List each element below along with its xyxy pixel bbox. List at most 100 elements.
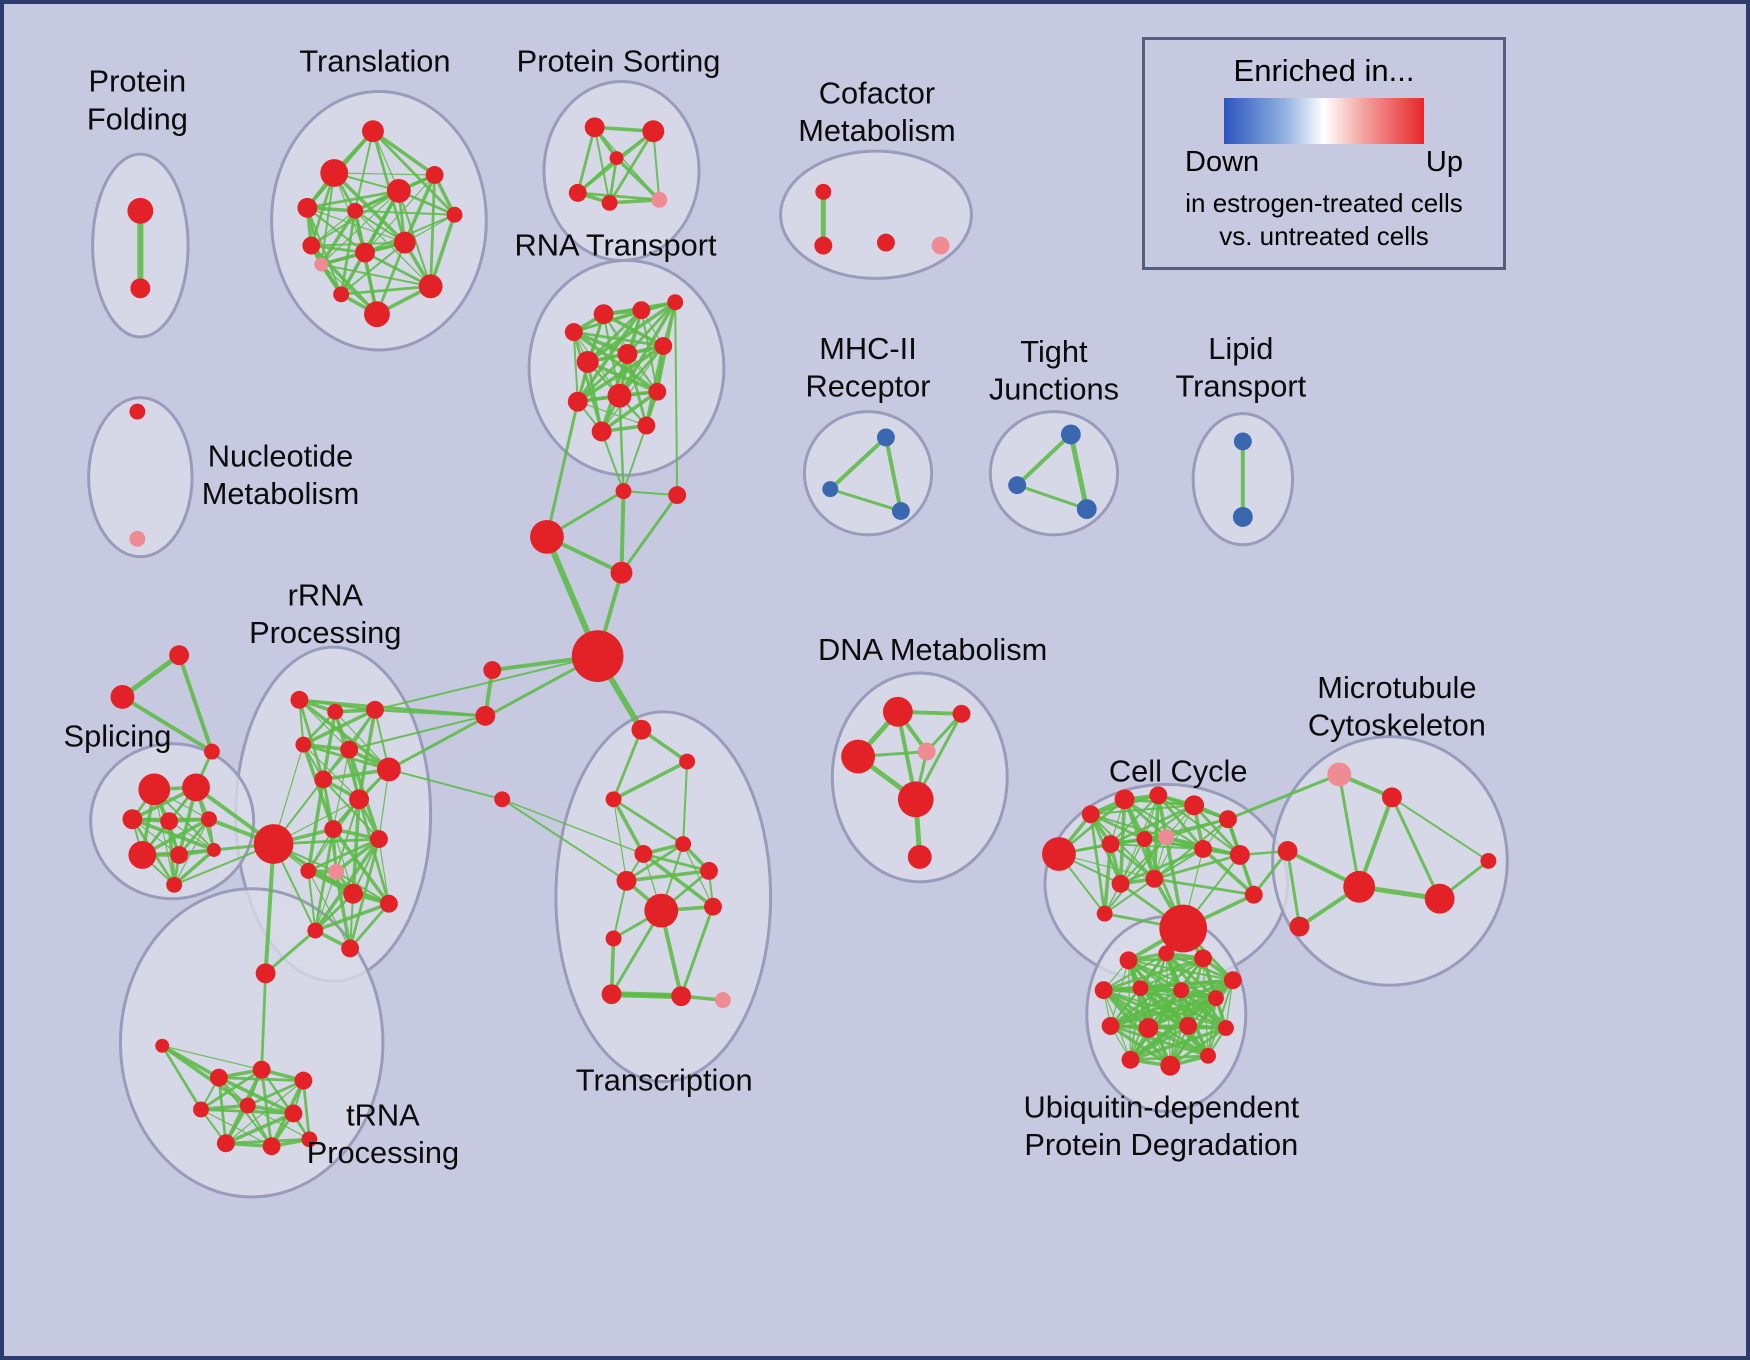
node-mh2 [822,481,839,498]
node-t6 [425,166,444,184]
edge-u8-u9 [1108,996,1218,1028]
cluster-label-translation: Translation [299,44,450,79]
edge-ps1-ps3 [576,125,597,195]
node-hub [571,630,624,682]
node-a2 [110,684,135,709]
node-u5 [1094,981,1113,1000]
edge-t3-t14 [306,206,343,296]
edge-t3-t11 [306,207,406,244]
edge-t3-t5 [305,189,401,210]
cluster-label-rna-transport: RNA Transport [515,228,717,263]
edge-u2-u5 [1102,952,1168,992]
edge-tj1-tj2 [1015,432,1073,488]
edge-cc6-cc9 [1165,818,1229,839]
node-mh1 [876,428,895,447]
node-cc2 [1081,805,1100,824]
node-cc1 [1042,837,1076,871]
edge-cc9-cc16 [1103,836,1168,915]
edge-rr16-tr1 [264,929,317,975]
edge-c7-tc4 [501,798,645,855]
edge-r10-r11 [599,389,660,434]
node-rr2 [290,690,309,709]
legend-down-label: Down [1185,146,1260,178]
node-a1 [169,645,190,666]
edge-m2-m7 [1390,796,1490,862]
node-rr4 [366,700,384,719]
node-rr6 [340,740,359,759]
edge-t6-t10 [364,174,436,254]
node-cc15 [1244,885,1263,904]
node-c6 [475,705,496,726]
node-ps2 [642,120,665,143]
node-m5 [1424,883,1455,914]
edge-tr1-tr3 [260,971,267,1072]
edge-r7-r11 [601,345,664,433]
edge-rr7-c7 [387,768,504,801]
edge-u7-u9 [1109,988,1183,1028]
node-n1 [129,403,146,420]
edge-c1-c4 [619,489,626,575]
node-u3 [1194,949,1213,968]
node-cc10 [1194,840,1213,858]
node-rr3 [327,703,344,720]
edge-tc2-tc5 [682,760,689,846]
node-t1 [362,120,384,143]
node-tc13 [714,992,731,1009]
edge-cc13-cc16 [1103,877,1156,915]
cluster-ellipse-trna-processing [118,887,385,1199]
legend-caption-line1: in estrogen-treated cells [1185,188,1463,218]
node-t12 [418,274,443,299]
legend-scale-labels: Down Up [1145,146,1503,179]
edge-cc13-cc15 [1152,877,1256,897]
node-tc4 [634,845,653,863]
node-d1 [882,696,913,727]
node-rr14 [343,883,364,904]
edge-r9-c1 [618,394,625,493]
edge-r4-r5 [585,300,677,364]
cluster-ellipse-cofactor-metabolism [779,149,973,280]
node-c5 [483,661,502,680]
edge-t12-t14 [339,284,433,296]
node-cc7 [1101,835,1120,853]
edge-rr11-rr15 [378,838,390,905]
edge-cc5-cc7 [1109,803,1196,846]
node-tc11 [601,984,622,1005]
node-r2 [593,304,614,325]
node-d3 [841,739,875,774]
edge-r1-r10 [571,330,660,394]
node-rr13 [300,862,317,879]
node-t3 [297,197,318,218]
edge-r6-r8 [576,352,629,404]
node-rr12 [328,863,345,880]
node-m1 [1327,762,1352,787]
edge-cc10-cc15 [1201,847,1256,897]
edge-t2-t6 [333,172,436,176]
node-r1 [564,323,583,342]
node-t11 [393,231,416,254]
node-tc7 [616,870,637,891]
node-u7 [1173,982,1190,999]
edge-cc10-cc12 [1119,847,1205,886]
edge-cc4-cc10 [1156,793,1205,851]
node-u11 [1179,1017,1198,1035]
edge-ps2-ps5 [652,130,661,201]
edge-rr8-rr13 [306,777,326,873]
edge-ps2-ps4 [608,129,655,205]
edge-cc6-m1 [1226,772,1341,821]
edge-ps5-ps6 [614,156,662,202]
edge-rr3-rr7 [334,711,390,771]
node-rr9 [349,789,369,810]
node-u12 [1217,1019,1234,1036]
node-r11 [591,421,612,442]
node-tc10 [605,930,622,947]
node-m6 [1289,916,1310,937]
edge-cc9-cc12 [1119,836,1168,885]
node-r10 [648,382,667,401]
edge-tr3-tr5 [199,1068,264,1111]
edge-t7-t12 [428,212,457,289]
